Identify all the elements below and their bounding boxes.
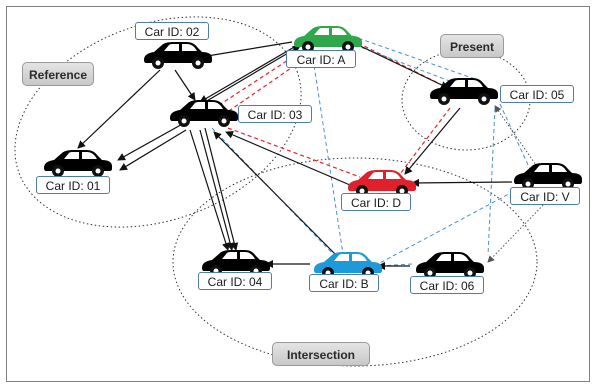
car-A-icon [294, 26, 362, 53]
reference-set-label: Reference [22, 62, 94, 86]
edge-05-D [404, 107, 461, 175]
edge-A-03-solid [199, 45, 297, 103]
car-id-label-03: Car ID: 03 [238, 105, 312, 123]
edge-03-A-2 [222, 54, 311, 116]
edge-03-D [227, 127, 361, 178]
edge-03-01b [119, 129, 187, 171]
edge-03-04b [204, 127, 239, 251]
edge-03-B [211, 127, 336, 257]
diagram-frame [6, 6, 590, 382]
edge-03-04c [189, 129, 230, 251]
intersection-set-ellipse [172, 157, 538, 367]
car-06-icon [416, 252, 484, 279]
edge-A-B [311, 51, 344, 255]
red-dashed-edges [212, 39, 451, 178]
car-id-label-01: Car ID: 01 [36, 176, 110, 194]
edge-V-06-dotted [487, 199, 549, 263]
car-id-label-06: Car ID: 06 [410, 276, 484, 294]
car-id-label-D: Car ID: D [341, 193, 411, 211]
car-02-icon [144, 42, 212, 69]
edge-05-06 [487, 107, 496, 256]
blue-dashed-edges [211, 35, 536, 267]
car-V-icon [514, 163, 582, 190]
directed-edges [77, 41, 513, 270]
edge-D-03 [225, 131, 351, 186]
edge-05-D [399, 107, 451, 175]
edge-03-01 [117, 121, 187, 161]
edge-03-A-up [204, 45, 301, 103]
edge-03-A [212, 50, 303, 110]
car-05-icon [430, 78, 498, 105]
edge-V-D [411, 178, 513, 187]
edge-A-05-solid [351, 41, 449, 89]
edge-03-04a [199, 129, 235, 251]
edge-02-01 [77, 69, 161, 149]
edge-02-03 [174, 69, 196, 101]
car-03-icon [170, 100, 238, 127]
car-B-icon [314, 252, 382, 279]
edge-A-05 [351, 39, 449, 89]
edge-A-05-blue [354, 44, 461, 86]
edge-V-B [377, 187, 521, 265]
car-id-label-A: Car ID: A [286, 50, 356, 68]
car-id-label-B: Car ID: B [309, 274, 379, 292]
reference-set-ellipse [14, 16, 302, 228]
car-01-icon [44, 150, 112, 177]
edge-B-03 [213, 131, 336, 255]
car-id-label-V: Car ID: V [510, 187, 580, 205]
edge-A-05-blue-2 [351, 35, 479, 81]
car-id-label-05: Car ID: 05 [500, 85, 574, 103]
car-id-label-02: Car ID: 02 [135, 22, 209, 40]
intersection-set-label: Intersection [272, 342, 370, 366]
present-set-label: Present [440, 34, 504, 58]
car-id-label-04: Car ID: 04 [198, 272, 272, 290]
